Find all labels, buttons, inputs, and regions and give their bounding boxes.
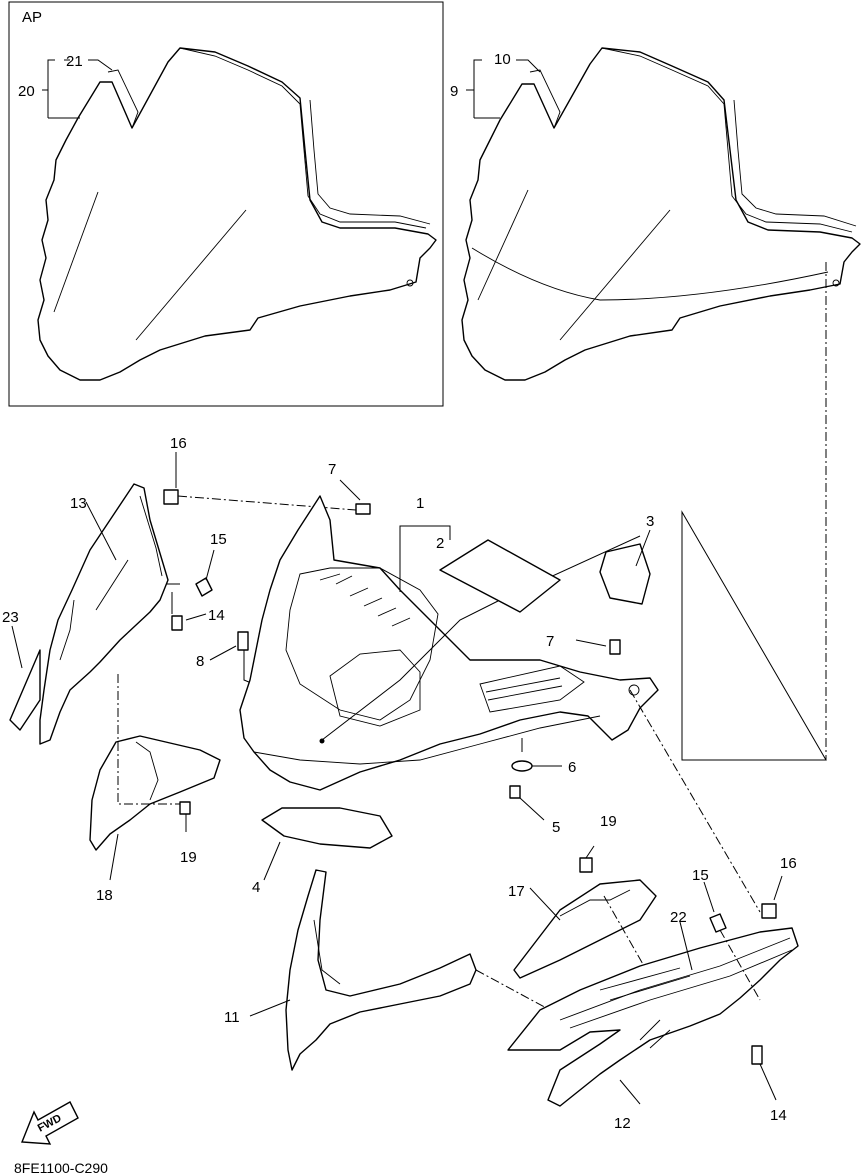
screw-19-right [579, 857, 593, 873]
callout-13: 13 [70, 495, 87, 512]
ap-box-label: AP [22, 9, 42, 26]
nut-15-left [195, 577, 213, 597]
screw-19-left [179, 801, 191, 815]
callout-15a: 15 [210, 531, 227, 548]
callout-9: 9 [450, 83, 458, 100]
callout-7a: 7 [328, 461, 336, 478]
side-panel-left [39, 483, 357, 745]
callout-3: 3 [646, 513, 654, 530]
callout-17: 17 [508, 883, 525, 900]
callout-14b: 14 [770, 1107, 787, 1124]
callout-18: 18 [96, 887, 113, 904]
callout-2: 2 [436, 535, 444, 552]
grommet-16-right [761, 903, 777, 919]
callout-12: 12 [614, 1115, 631, 1132]
screw-14-right [751, 1045, 763, 1065]
inner-panel-18 [89, 674, 221, 851]
callout-7b: 7 [546, 633, 554, 650]
windscreen-tall [37, 47, 437, 381]
callout-21: 21 [66, 53, 83, 70]
callout-11: 11 [224, 1009, 240, 1026]
callout-5: 5 [552, 819, 560, 836]
under-cover-4 [261, 807, 393, 849]
fwd-arrow-icon: FWD [20, 1101, 79, 1145]
callout-4: 4 [252, 879, 260, 896]
ap-option-box [8, 1, 444, 407]
callout-1: 1 [416, 495, 424, 512]
nut-15-right [709, 913, 727, 933]
grommet-6 [511, 760, 533, 772]
callout-23: 23 [2, 609, 19, 626]
screw-7-right [609, 639, 621, 655]
panel-17 [513, 879, 657, 979]
drawing-code: 8FE1100-C290 [14, 1160, 108, 1175]
trim-23 [9, 649, 41, 731]
callout-20: 20 [18, 83, 35, 100]
screw-8 [237, 631, 249, 651]
side-cover-right [507, 927, 799, 1107]
lower-panel-11 [285, 869, 551, 1071]
pad-2 [439, 539, 561, 613]
callout-16b: 16 [780, 855, 797, 872]
vent-3 [599, 543, 651, 605]
callout-6: 6 [568, 759, 576, 776]
screw-14-left [171, 615, 183, 631]
callout-14a: 14 [208, 607, 225, 624]
callout-15b: 15 [692, 867, 709, 884]
callout-22: 22 [670, 909, 687, 926]
main-cowling [239, 495, 659, 791]
callout-8: 8 [196, 653, 204, 670]
screw-7-top [355, 503, 371, 515]
screw-5 [509, 785, 521, 799]
grommet-16-left [163, 489, 179, 505]
callout-19b: 19 [600, 813, 617, 830]
windscreen-standard [461, 47, 861, 381]
callout-19a: 19 [180, 849, 197, 866]
callout-10: 10 [494, 51, 511, 68]
callout-16a: 16 [170, 435, 187, 452]
